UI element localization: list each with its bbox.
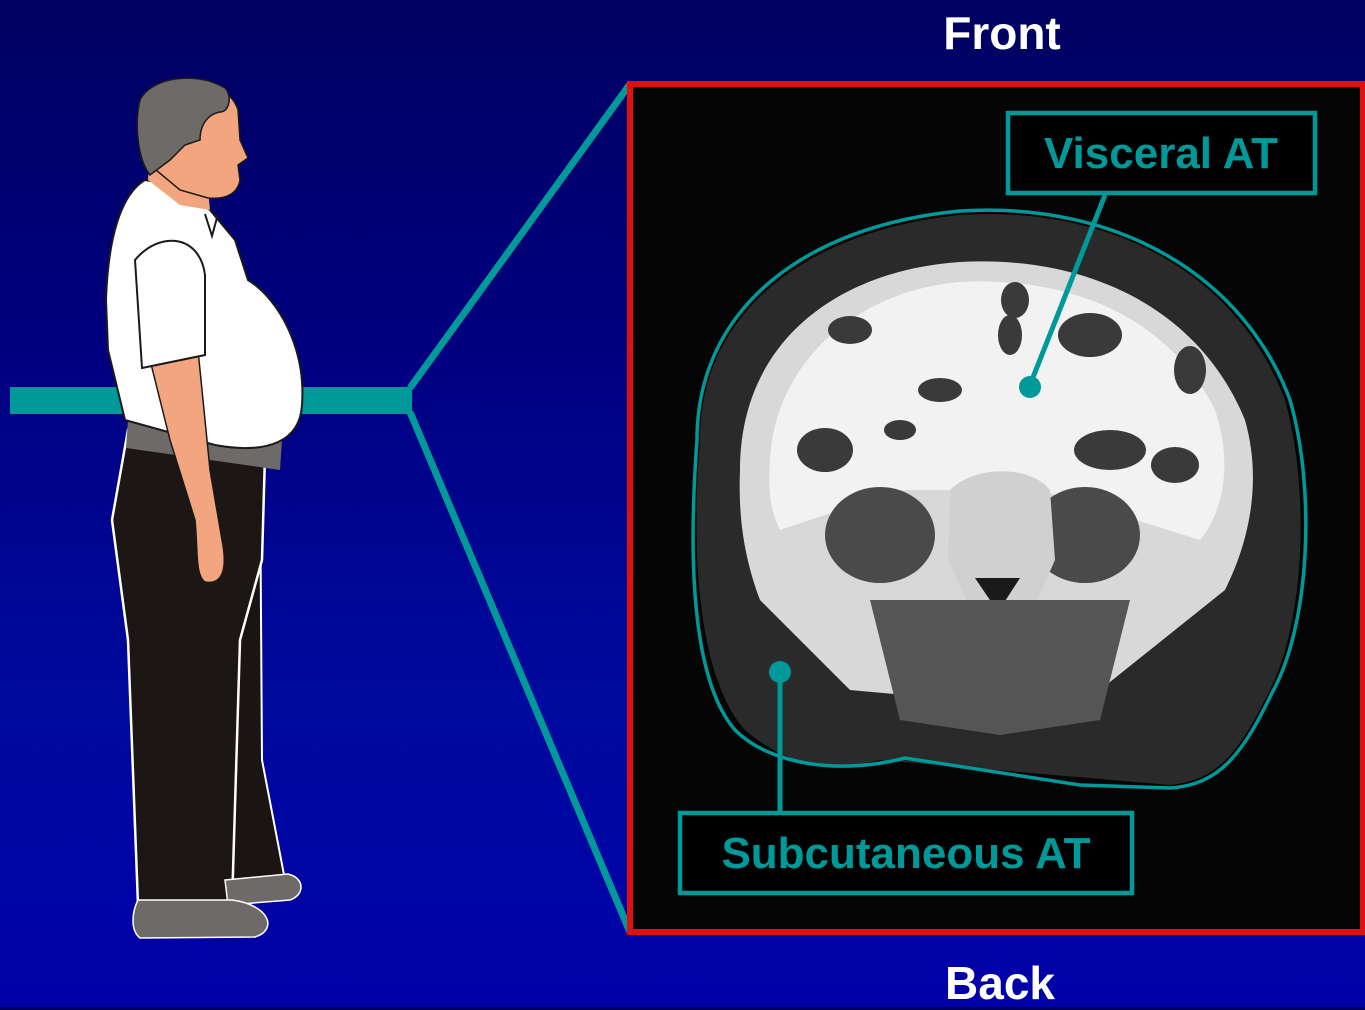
- ct-cross-section: [693, 210, 1306, 788]
- man-illustration: [106, 78, 302, 938]
- zoom-lines: [410, 84, 630, 932]
- back-label: Back: [850, 956, 1150, 1010]
- subcutaneous-label: Subcutaneous AT: [721, 829, 1090, 878]
- front-label: Front: [852, 6, 1152, 60]
- visceral-label: Visceral AT: [1044, 129, 1278, 178]
